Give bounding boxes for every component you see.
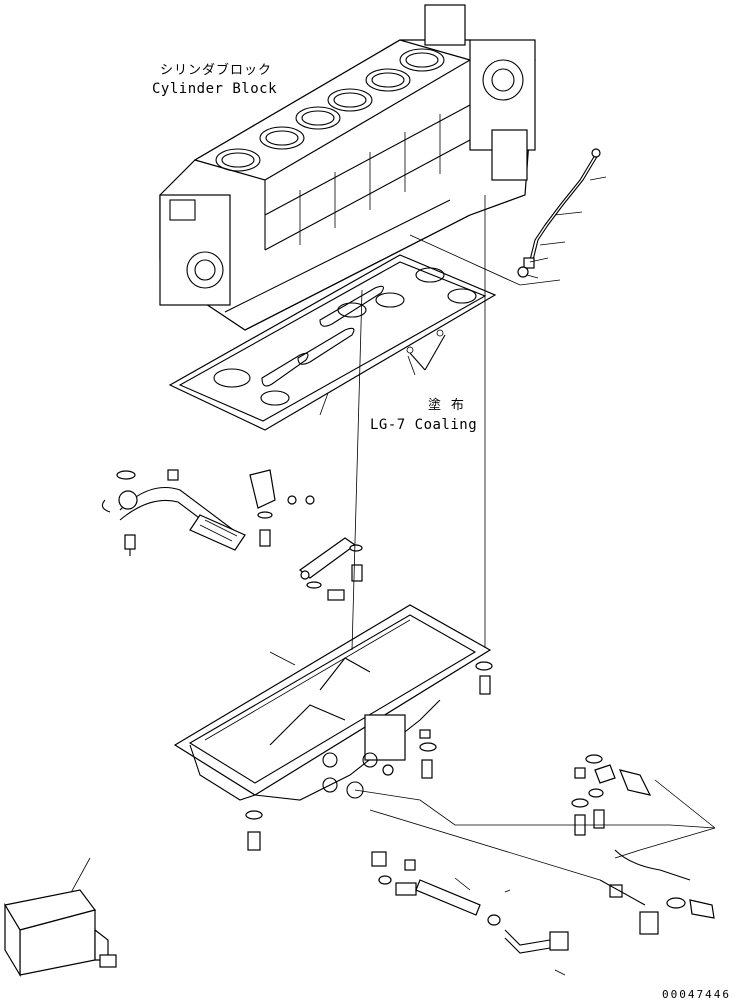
sealant-gun-icon (4, 889, 117, 978)
oil-pan (173, 604, 492, 801)
coating-label-jp: 塗 布 (428, 398, 465, 413)
drain-assembly (371, 851, 569, 954)
dipstick-assembly (517, 148, 607, 279)
cylinder-block-label-en: Cylinder Block (152, 81, 278, 97)
cylinder-block-label-jp: シリンダブロック (160, 63, 273, 78)
pan-fasteners (245, 661, 493, 851)
drawing-number: 00047446 (662, 988, 731, 1001)
coating-label-en: LG-7 Coaling (370, 417, 478, 433)
oil-pan-gasket (168, 254, 497, 431)
cylinder-block (159, 4, 536, 331)
oil-sensor-assembly (571, 754, 715, 935)
oil-suction-tube (101, 469, 363, 601)
cylinder-bores (215, 48, 445, 172)
leader-lines (55, 195, 716, 976)
